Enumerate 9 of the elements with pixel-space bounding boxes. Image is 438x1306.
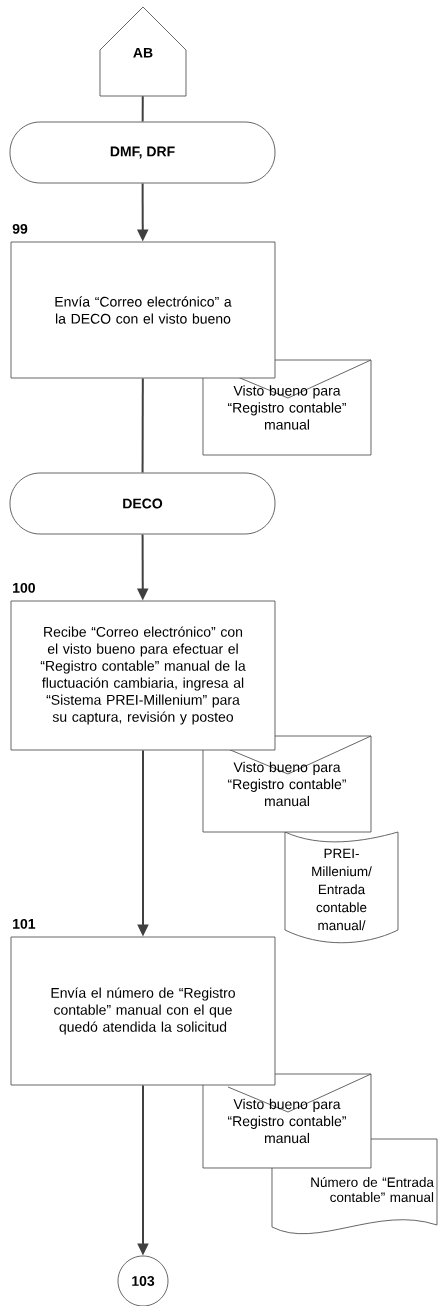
envelope-document: Visto bueno para “Registro contable” manual (202, 359, 372, 456)
step-number: 100 (13, 582, 35, 593)
envelope-document: Visto bueno para “Registro contable” manual (202, 735, 372, 833)
process-box: Envía el número de “Registro contable” manual con el que quedó atendida la solicitud (10, 936, 276, 1086)
step-number: 99 (12, 223, 28, 234)
envelope-document: Visto bueno para “Registro contable” manual (202, 1073, 372, 1169)
off-page-connector: AB (99, 6, 187, 97)
process-box: Recibe “Correo electrónico” con el visto bueno para efectuar el “Registro contable” manual de la fluctuación cambiaria, ingresa al “Sistema PREI-Millenium” para su captura, revisión y posteo (10, 600, 276, 751)
step-number: 101 (13, 918, 36, 929)
